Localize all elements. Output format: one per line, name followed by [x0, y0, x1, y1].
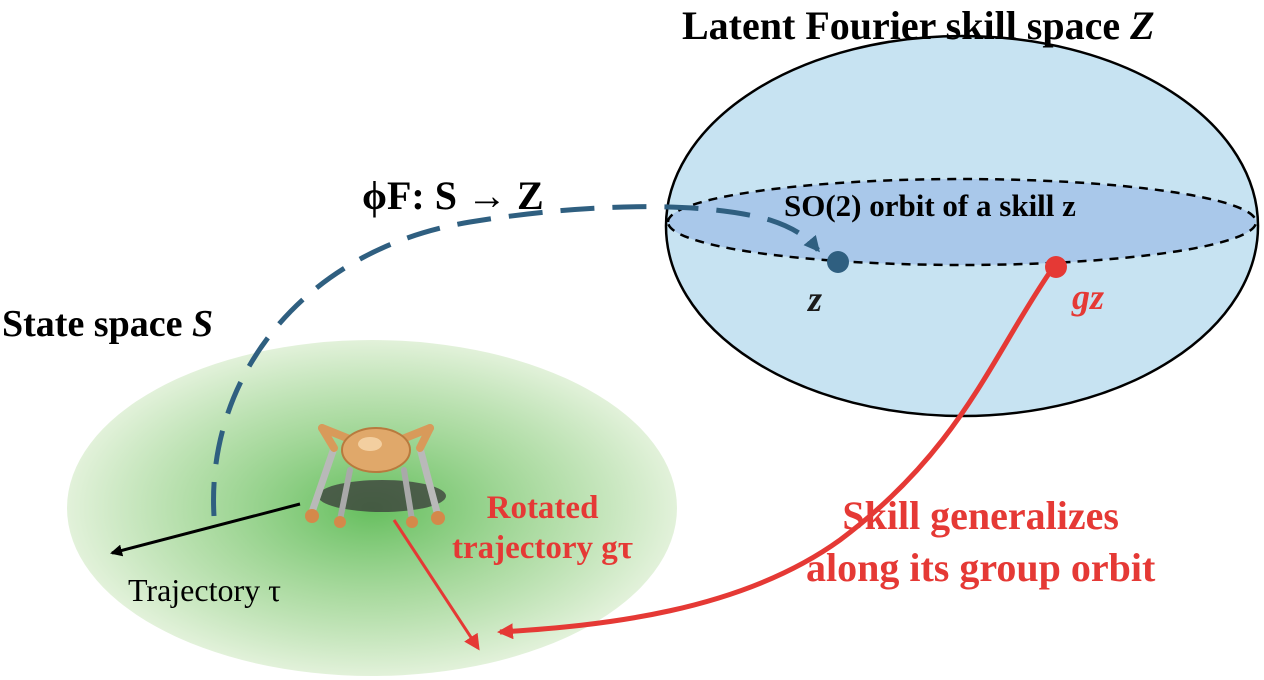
- latent-space-title-symbol: Z: [1130, 3, 1155, 48]
- skill-gz-label: gz: [1072, 277, 1105, 317]
- generalization-label: Skill generalizes along its group orbit: [806, 490, 1155, 594]
- generalization-curve: [497, 270, 1053, 640]
- rotated-trajectory-arrow: [392, 519, 480, 651]
- state-space-title-text: State space: [2, 303, 192, 345]
- generalization-line2: along its group orbit: [806, 545, 1156, 590]
- state-space-title: State space S: [2, 302, 213, 346]
- rotated-trajectory-line1: Rotated: [486, 490, 599, 526]
- trajectory-label: Trajectory τ: [128, 572, 281, 608]
- latent-space-title: Latent Fourier skill space Z: [682, 2, 1155, 49]
- skill-z-label: z: [808, 279, 823, 319]
- mapping-label: ϕF: S → Z: [362, 173, 544, 218]
- latent-space-title-text: Latent Fourier skill space: [682, 3, 1131, 48]
- ant-robot-icon: [305, 424, 446, 528]
- state-space-title-symbol: S: [191, 303, 214, 345]
- rotated-trajectory-label: Rotated trajectory gτ: [452, 488, 633, 568]
- rotated-trajectory-line2: trajectory gτ: [452, 530, 634, 566]
- generalization-line1: Skill generalizes: [842, 493, 1119, 538]
- skill-point-z[interactable]: [827, 251, 849, 273]
- orbit-dashed-outline: [666, 177, 1258, 267]
- mapping-curve: [211, 204, 820, 517]
- orbit-label: SO(2) orbit of a skill z: [784, 188, 1076, 223]
- trajectory-arrow: [110, 502, 301, 557]
